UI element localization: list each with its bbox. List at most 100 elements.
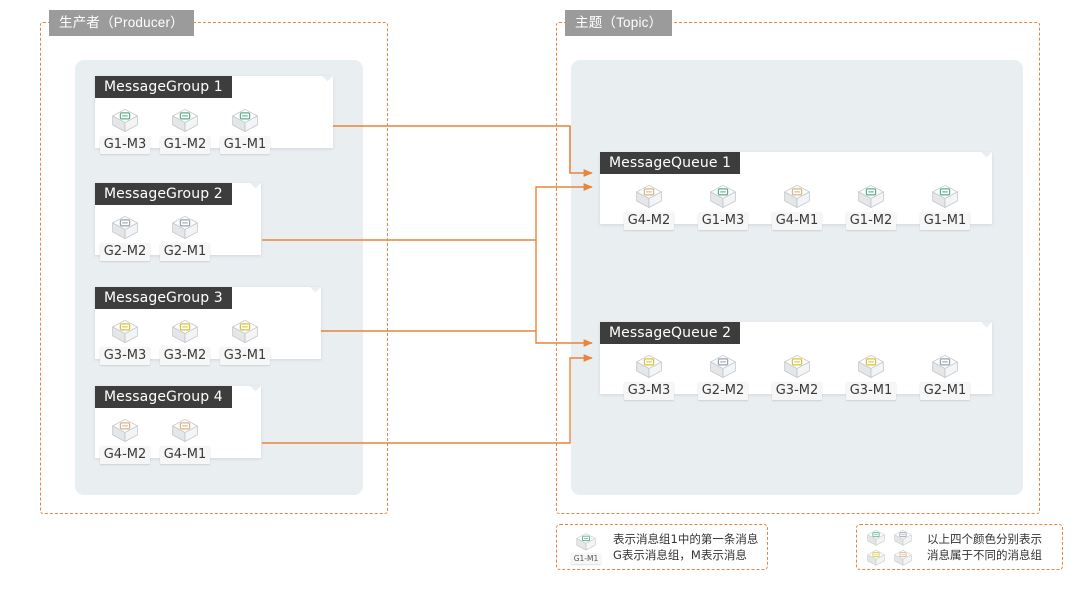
- message-cube-icon: [108, 416, 142, 444]
- message-cube-icon: [108, 213, 142, 241]
- legend-palette-line1: 以上四个颜色分别表示: [927, 532, 1042, 546]
- message-label: G4-M2: [623, 212, 675, 230]
- message-item[interactable]: G1-M2: [834, 174, 908, 230]
- message-item[interactable]: G2-M1: [908, 344, 982, 400]
- card-corner-notch: [250, 386, 261, 397]
- topic-zone-title: 主题（Topic）: [565, 10, 673, 36]
- card-corner-notch: [981, 322, 992, 333]
- message-item[interactable]: G1-M3: [95, 98, 155, 154]
- message-item[interactable]: G4-M2: [612, 174, 686, 230]
- message-cube-icon: [780, 182, 814, 210]
- message-label: G1-M3: [99, 136, 151, 154]
- message-cube-icon: [706, 182, 740, 210]
- message-cube-icon: [890, 548, 916, 567]
- legend-palette-text: 以上四个颜色分别表示 消息属于不同的消息组: [927, 531, 1042, 563]
- card-corner-notch: [322, 76, 333, 87]
- card-corner-notch: [981, 152, 992, 163]
- message-group-card[interactable]: MessageGroup 3 G3-M3 G3-M2 G3-M1: [95, 287, 321, 365]
- message-item[interactable]: G3-M3: [95, 309, 155, 365]
- message-group-title: MessageGroup 1: [95, 76, 232, 98]
- message-cube-icon: [863, 548, 889, 567]
- message-item[interactable]: G2-M2: [686, 344, 760, 400]
- message-item[interactable]: G4-M1: [760, 174, 834, 230]
- legend-single-line1: 表示消息组1中的第一条消息: [613, 532, 759, 546]
- message-item[interactable]: G4-M1: [155, 408, 215, 464]
- message-list: G2-M2 G2-M1: [95, 205, 261, 261]
- message-cube-icon: [108, 317, 142, 345]
- message-cube-icon: [228, 317, 262, 345]
- message-list: G4-M2 G1-M3 G4-M1 G1-M2 G1-M1: [600, 174, 992, 230]
- message-cube-icon: [632, 352, 666, 380]
- message-item[interactable]: G1-M2: [155, 98, 215, 154]
- message-item[interactable]: G3-M2: [760, 344, 834, 400]
- message-label: G2-M2: [697, 382, 749, 400]
- message-queue-card[interactable]: MessageQueue 2 G3-M3 G2-M2 G3-M2 G3-M1 G…: [600, 322, 992, 400]
- message-label: G4-M1: [159, 446, 211, 464]
- message-cube-icon: [706, 352, 740, 380]
- message-item[interactable]: G1-M3: [686, 174, 760, 230]
- message-group-title: MessageGroup 2: [95, 183, 232, 205]
- message-list: G3-M3 G3-M2 G3-M1: [95, 309, 321, 365]
- message-label: G1-M1: [219, 136, 271, 154]
- message-label: G3-M2: [159, 347, 211, 365]
- message-cube-icon: [780, 352, 814, 380]
- message-label: G1-M3: [697, 212, 749, 230]
- legend-single-text: 表示消息组1中的第一条消息 G表示消息组，M表示消息: [613, 531, 758, 563]
- message-label: G3-M2: [771, 382, 823, 400]
- message-cube-icon: [632, 182, 666, 210]
- message-cube-icon: [854, 182, 888, 210]
- topic-panel: [571, 60, 1023, 495]
- message-queue-card[interactable]: MessageQueue 1 G4-M2 G1-M3 G4-M1 G1-M2 G…: [600, 152, 992, 230]
- message-cube-icon: [573, 531, 599, 552]
- message-group-card[interactable]: MessageGroup 2 G2-M2 G2-M1: [95, 183, 261, 261]
- message-group-card[interactable]: MessageGroup 4 G4-M2 G4-M1: [95, 386, 261, 464]
- producer-zone-title: 生产者（Producer）: [49, 10, 194, 36]
- message-group-title: MessageGroup 4: [95, 386, 232, 408]
- message-item[interactable]: G1-M1: [215, 98, 275, 154]
- message-list: G3-M3 G2-M2 G3-M2 G3-M1 G2-M1: [600, 344, 992, 400]
- producer-zone: 生产者（Producer）: [40, 10, 388, 514]
- message-label: G2-M1: [919, 382, 971, 400]
- message-queue-title: MessageQueue 1: [600, 152, 741, 174]
- message-cube-icon: [854, 352, 888, 380]
- legend-color-palette: 以上四个颜色分别表示 消息属于不同的消息组: [856, 524, 1063, 570]
- message-label: G1-M2: [159, 136, 211, 154]
- message-queue-title: MessageQueue 2: [600, 322, 741, 344]
- message-cube-icon: [168, 317, 202, 345]
- legend-single-line2: G表示消息组，M表示消息: [613, 548, 747, 562]
- message-item[interactable]: G2-M2: [95, 205, 155, 261]
- message-cube-icon: [890, 528, 916, 547]
- message-label: G3-M3: [623, 382, 675, 400]
- message-cube-icon: [228, 106, 262, 134]
- message-item[interactable]: G4-M2: [95, 408, 155, 464]
- message-label: G3-M1: [845, 382, 897, 400]
- message-item[interactable]: G2-M1: [155, 205, 215, 261]
- message-cube-icon: [928, 182, 962, 210]
- message-label: G2-M1: [159, 243, 211, 261]
- message-cube-icon: [168, 213, 202, 241]
- topic-zone: 主题（Topic）: [556, 10, 1040, 514]
- message-label: G3-M1: [219, 347, 271, 365]
- message-list: G4-M2 G4-M1: [95, 408, 261, 464]
- message-group-title: MessageGroup 3: [95, 287, 232, 309]
- message-label: G3-M3: [99, 347, 151, 365]
- message-item[interactable]: G3-M1: [834, 344, 908, 400]
- message-item[interactable]: G1-M1: [908, 174, 982, 230]
- message-cube-icon: [168, 106, 202, 134]
- message-list: G1-M3 G1-M2 G1-M1: [95, 98, 333, 154]
- message-item[interactable]: G3-M2: [155, 309, 215, 365]
- message-item[interactable]: G3-M1: [215, 309, 275, 365]
- legend-single-message: G1-M1 表示消息组1中的第一条消息 G表示消息组，M表示消息: [556, 524, 768, 570]
- message-cube-icon: [108, 106, 142, 134]
- message-cube-icon: [863, 528, 889, 547]
- legend-sample-label: G1-M1: [570, 552, 602, 564]
- message-label: G1-M1: [919, 212, 971, 230]
- message-group-card[interactable]: MessageGroup 1 G1-M3 G1-M2 G1-M1: [95, 76, 333, 154]
- card-corner-notch: [250, 183, 261, 194]
- message-label: G2-M2: [99, 243, 151, 261]
- message-label: G4-M2: [99, 446, 151, 464]
- message-label: G4-M1: [771, 212, 823, 230]
- message-item[interactable]: G3-M3: [612, 344, 686, 400]
- card-corner-notch: [310, 287, 321, 298]
